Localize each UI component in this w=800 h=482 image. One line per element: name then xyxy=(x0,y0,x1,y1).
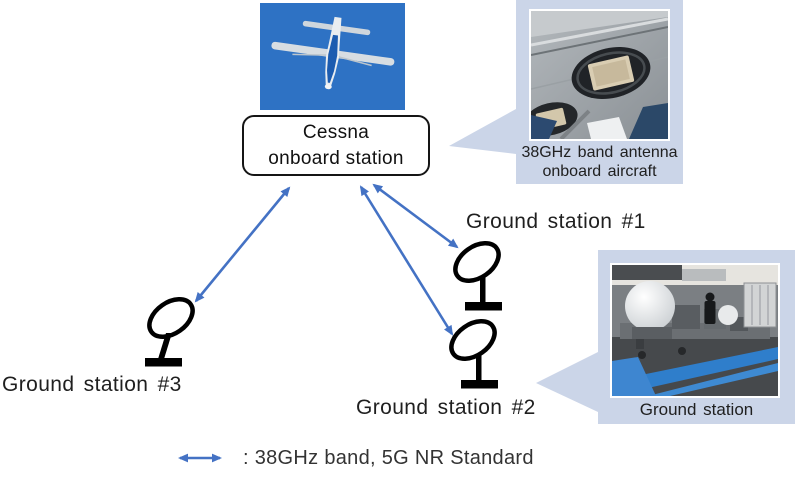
antenna-callout-panel: 38GHz band antenna onboard aircraft xyxy=(516,0,683,184)
ground-photo-frame xyxy=(610,263,780,398)
satellite-dish-icon-gs3 xyxy=(145,297,195,367)
satellite-dish-icon-gs2 xyxy=(449,319,498,389)
arrow-cessna-gs1 xyxy=(372,183,459,249)
ground-caption: Ground station xyxy=(639,400,754,419)
arrow-cessna-gs2 xyxy=(359,185,454,336)
legend-label: : 38GHz band, 5G NR Standard xyxy=(243,446,534,469)
antenna-photo-frame xyxy=(529,9,670,141)
ground-panel-caption: Ground station xyxy=(598,400,795,419)
cessna-box-line1: Cessna xyxy=(302,121,370,143)
antenna-panel-caption: 38GHz band antenna onboard aircraft xyxy=(516,143,683,181)
ground-station-photo xyxy=(612,265,778,396)
ground-station-callout-panel: Ground station xyxy=(598,250,795,424)
legend: : 38GHz band, 5G NR Standard xyxy=(170,444,534,472)
callout-pointer-antenna xyxy=(449,109,516,154)
double-arrow-icon xyxy=(178,453,222,463)
ground-station-1-label: Ground station #1 xyxy=(466,210,646,233)
38ghz-antenna-photo xyxy=(531,11,668,139)
cessna-aircraft-photo xyxy=(260,3,405,110)
ground-station-2-label: Ground station #2 xyxy=(356,396,536,419)
ground-station-3-label: Ground station #3 xyxy=(2,373,182,396)
satellite-dish-icon-gs1 xyxy=(453,241,502,311)
cessna-box-line2: onboard station xyxy=(268,147,404,169)
antenna-caption-line2: onboard aircraft xyxy=(542,163,657,180)
arrow-cessna-gs3 xyxy=(194,186,291,303)
antenna-caption-line1: 38GHz band antenna xyxy=(521,144,678,161)
cessna-onboard-station-box: Cessna onboard station xyxy=(242,115,430,176)
callout-pointer-ground xyxy=(536,352,598,412)
